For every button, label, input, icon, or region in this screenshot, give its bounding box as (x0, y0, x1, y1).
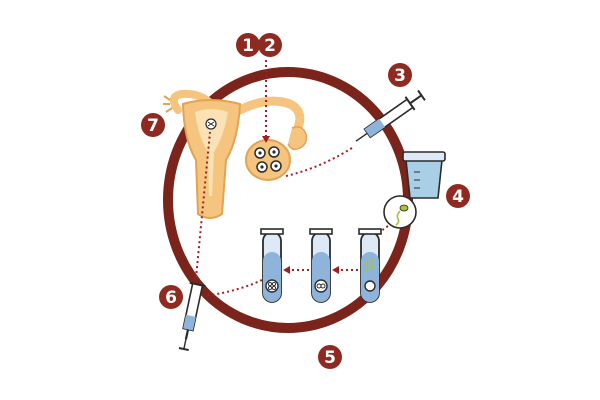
arrow-head (332, 266, 339, 274)
step-label-5: 5 (324, 348, 336, 368)
test-tube-icon (358, 228, 382, 303)
step-badge-7: 7 (141, 113, 165, 137)
specimen-cup-icon (402, 151, 446, 199)
arrow-head (283, 266, 290, 274)
step-badge-3: 3 (388, 63, 412, 87)
step-badge-4: 4 (446, 184, 470, 208)
step-label-1: 1 (242, 36, 254, 56)
sperm-magnifier-icon (383, 195, 417, 229)
step-label-7: 7 (147, 116, 159, 136)
embryo-icon (314, 279, 328, 293)
transfer-syringe-icon (178, 281, 206, 352)
egg-cluster-icon (254, 146, 282, 173)
step-label-4: 4 (452, 187, 464, 207)
ovary-icon (245, 139, 291, 181)
step-badge-6: 6 (159, 285, 183, 309)
path-ovary-to-retrieval (285, 147, 353, 177)
step-label-2: 2 (264, 36, 276, 56)
step-badge-1: 1 (236, 33, 260, 57)
step-badge-2: 2 (258, 33, 282, 57)
path-tube1-to-transfer (203, 279, 263, 297)
arrow-head (262, 136, 270, 143)
step-label-6: 6 (165, 288, 177, 308)
embryo-icon (265, 279, 279, 293)
step-label-3: 3 (394, 66, 406, 86)
step-badge-5: 5 (318, 345, 342, 369)
syringe-icon (355, 89, 426, 142)
uterus-icon (163, 89, 308, 219)
